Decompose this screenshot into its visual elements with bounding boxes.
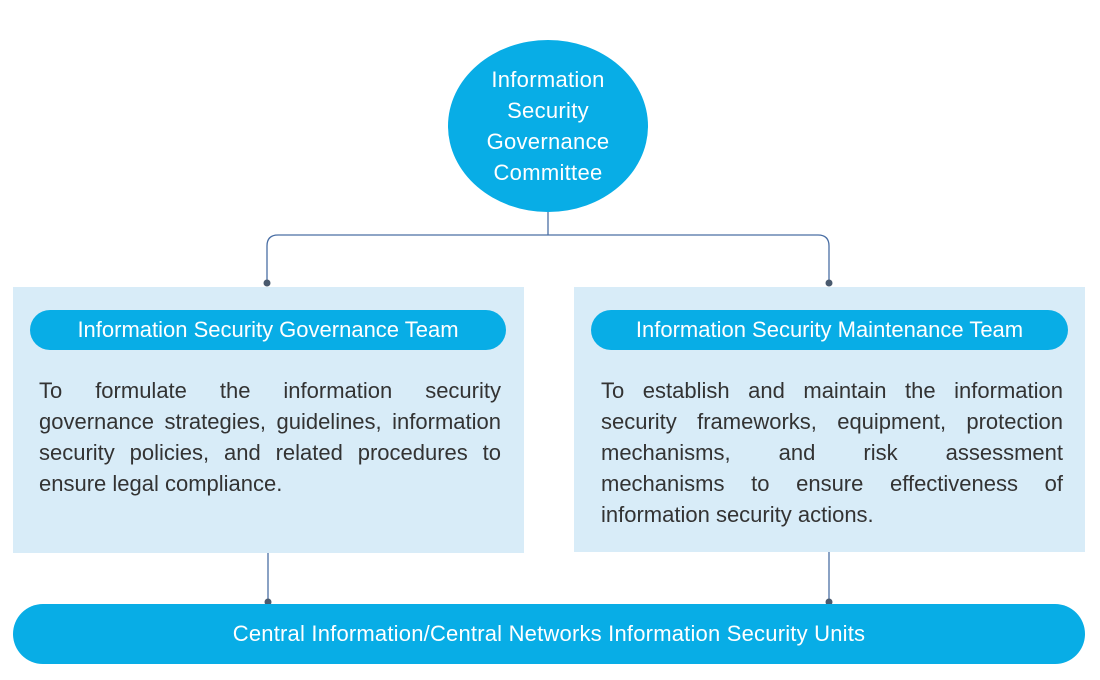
governance-team-description: To formulate the information security go…: [39, 378, 501, 496]
connector-dot: [263, 279, 271, 287]
committee-title: Information Security Governance Committe…: [486, 67, 610, 185]
committee-node: Information Security Governance Committe…: [448, 40, 648, 212]
connector-dot: [825, 598, 833, 606]
connector-dot: [264, 598, 272, 606]
maintenance-team-box: Information Security Maintenance Team To…: [574, 287, 1085, 552]
security-units-bar: Central Information/Central Networks Inf…: [13, 604, 1085, 664]
committee-to-teams-connector: [266, 212, 830, 283]
maintenance-team-description: To establish and maintain the informatio…: [601, 378, 1063, 527]
security-units-label: Central Information/Central Networks Inf…: [232, 621, 866, 646]
governance-team-box: Information Security Governance Team To …: [13, 287, 524, 553]
governance-team-title: Information Security Governance Team: [30, 310, 506, 350]
connector-dot: [825, 279, 833, 287]
maintenance-team-title: Information Security Maintenance Team: [591, 310, 1068, 350]
